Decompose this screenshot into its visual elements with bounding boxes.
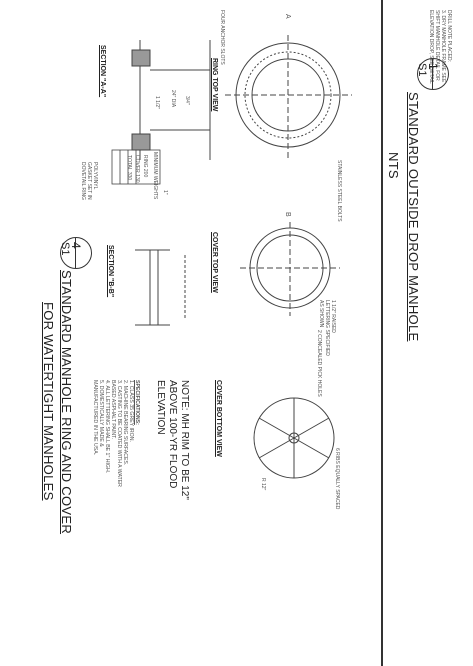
label-section-bb: SECTION "B-B": [107, 245, 114, 298]
left-panel-title-line1: STANDARD MANHOLE RING AND COVER: [59, 270, 74, 535]
spec-item: 4. ALL LETTERING SHALL BE 1" HIGH.: [104, 380, 110, 474]
section-marker-b: B: [284, 212, 291, 217]
specs-heading: SPECIFICATIONS:: [134, 380, 140, 425]
callout-gasket: POLYVINYL GASKET SET IN DOVETAIL RING: [80, 162, 98, 201]
panel-divider: [381, 0, 383, 666]
spec-item: 1. CLASS 35 GREY IRON.: [128, 380, 134, 442]
spec-item: 2. MACHINE BEARING SURFACES.: [122, 380, 128, 466]
sheet-ref: S1: [416, 63, 428, 77]
left-panel-title-line2: FOR WATERTIGHT MANHOLES: [41, 302, 56, 501]
ring-cover-drawings: [111, 35, 352, 479]
detail-number: 1: [426, 63, 440, 70]
right-panel-scale: NTS: [386, 152, 401, 179]
dim-5: R 12": [260, 478, 266, 491]
detail-number: 4: [69, 242, 83, 249]
section-aa-drawing: [131, 40, 211, 160]
table-header: MINIMUM WEIGHTS: [152, 152, 158, 200]
callout-bolts: STAINLESS STEEL BOLTS: [336, 160, 342, 222]
specifications: SPECIFICATIONS: 1. CLASS 35 GREY IRON. 2…: [92, 380, 140, 490]
sheet-ref: S1: [59, 242, 71, 256]
label-section-aa: SECTION "A-A": [99, 45, 106, 98]
label-ring-top-view: RING TOP VIEW: [211, 58, 218, 112]
callout-ribs: 6 RIBS EQUALLY SPACED: [334, 448, 340, 510]
detail-tag-1: 1 S1: [416, 58, 449, 90]
callout-anchor: FOUR ANCHOR SLOTS: [219, 10, 225, 65]
dim-4: 24" DIA: [170, 90, 176, 108]
tag-divider: [432, 59, 433, 89]
spec-item: 5. DOMESTICALLY MADE & MANUFACTURED IN T…: [92, 380, 104, 456]
cover-bottom-view-drawing: [253, 397, 335, 479]
section-marker-a: A: [284, 14, 291, 19]
table-row: TOTAL 330: [126, 155, 132, 181]
detail-tag-4: 4 S1: [59, 237, 92, 269]
label-cover-top-view: COVER TOP VIEW: [211, 232, 218, 293]
table-row: RING 200: [142, 155, 148, 178]
spec-item: 3. CASTING TO BE COATED WITH A WATER BAS…: [110, 380, 122, 487]
min-weights-table: [111, 149, 161, 185]
table-row: COVER 130: [134, 155, 140, 183]
right-panel-title: STANDARD OUTSIDE DROP MANHOLE: [406, 92, 421, 342]
flood-note: NOTE: MH RIM TO BE 12" ABOVE 100-YR FLOO…: [155, 380, 190, 500]
label-cover-bottom-view: COVER BOTTOM VIEW: [215, 380, 222, 457]
cover-top-view-drawing: [240, 222, 340, 316]
dim-1: 1": [162, 190, 168, 195]
dim-3: 1 1/2": [154, 96, 160, 109]
tag-divider: [75, 238, 76, 268]
callout-pick-holes: 2 CONCEALED PICK HOLES: [316, 330, 322, 397]
section-bb-drawing: [135, 249, 186, 326]
dim-2: 3/4": [184, 96, 190, 105]
ring-top-view-drawing: [225, 35, 352, 158]
